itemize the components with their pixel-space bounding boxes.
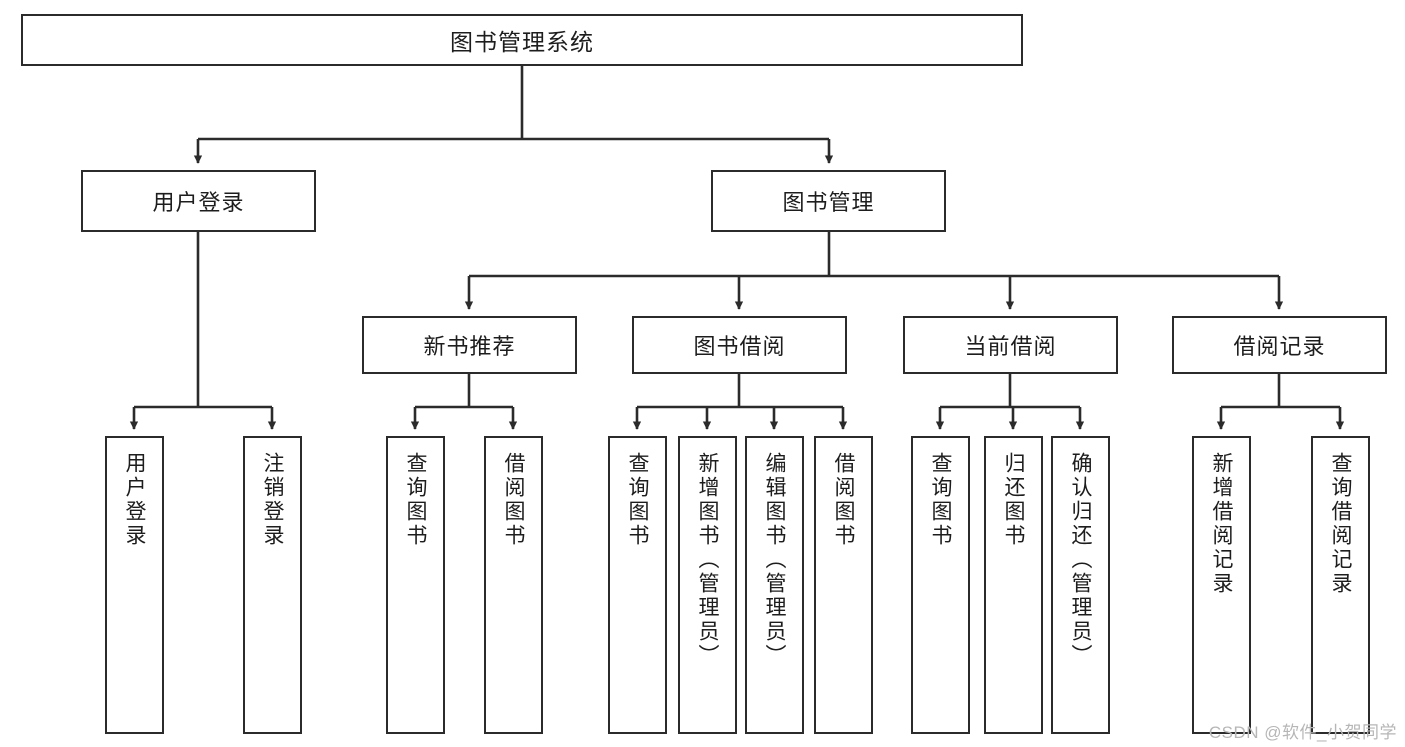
node-label: 图书借阅 bbox=[693, 334, 786, 359]
node-label: 借阅图书 bbox=[832, 452, 855, 548]
node-book-management[interactable]: 图书管理 bbox=[711, 170, 946, 232]
node-user-login[interactable]: 用户登录 bbox=[81, 170, 316, 232]
node-leaf-query-book-current[interactable]: 查询图书 bbox=[911, 436, 970, 734]
node-leaf-borrow-book[interactable]: 借阅图书 bbox=[814, 436, 873, 734]
node-book-borrow[interactable]: 图书借阅 bbox=[632, 316, 847, 374]
node-label: 注销登录 bbox=[261, 452, 284, 548]
node-label: 查询图书 bbox=[626, 452, 649, 548]
node-leaf-query-borrow-record[interactable]: 查询借阅记录 bbox=[1311, 436, 1370, 734]
node-label: 查询图书 bbox=[929, 452, 952, 548]
node-borrow-record[interactable]: 借阅记录 bbox=[1172, 316, 1387, 374]
node-label: 确认归还（管理员） bbox=[1069, 452, 1092, 668]
node-label: 查询图书 bbox=[404, 452, 427, 548]
node-leaf-borrow-book-recommend[interactable]: 借阅图书 bbox=[484, 436, 543, 734]
node-label: 用户登录 bbox=[123, 452, 146, 548]
node-leaf-query-book-recommend[interactable]: 查询图书 bbox=[386, 436, 445, 734]
node-leaf-return-book[interactable]: 归还图书 bbox=[984, 436, 1043, 734]
node-label: 编辑图书（管理员） bbox=[763, 452, 786, 668]
node-current-borrow[interactable]: 当前借阅 bbox=[903, 316, 1118, 374]
node-label: 当前借阅 bbox=[964, 334, 1057, 359]
node-label: 借阅图书 bbox=[502, 452, 525, 548]
node-label: 图书管理系统 bbox=[450, 29, 594, 55]
node-label: 新增图书（管理员） bbox=[696, 452, 719, 668]
node-leaf-add-book-admin[interactable]: 新增图书（管理员） bbox=[678, 436, 737, 734]
node-label: 归还图书 bbox=[1002, 452, 1025, 548]
node-label: 借阅记录 bbox=[1233, 334, 1326, 359]
node-leaf-add-borrow-record[interactable]: 新增借阅记录 bbox=[1192, 436, 1251, 734]
node-label: 图书管理 bbox=[782, 190, 875, 215]
node-label: 查询借阅记录 bbox=[1329, 452, 1352, 596]
node-root-book-management-system[interactable]: 图书管理系统 bbox=[21, 14, 1023, 66]
node-leaf-edit-book-admin[interactable]: 编辑图书（管理员） bbox=[745, 436, 804, 734]
node-label: 新书推荐 bbox=[423, 334, 516, 359]
node-new-book-recommend[interactable]: 新书推荐 bbox=[362, 316, 577, 374]
node-leaf-logout-login[interactable]: 注销登录 bbox=[243, 436, 302, 734]
node-leaf-user-login[interactable]: 用户登录 bbox=[105, 436, 164, 734]
node-leaf-confirm-return-admin[interactable]: 确认归还（管理员） bbox=[1051, 436, 1110, 734]
node-label: 用户登录 bbox=[152, 190, 245, 215]
node-leaf-query-book-borrow[interactable]: 查询图书 bbox=[608, 436, 667, 734]
csdn-watermark: CSDN @软件_小贺同学 bbox=[1208, 723, 1397, 742]
node-label: 新增借阅记录 bbox=[1210, 452, 1233, 596]
